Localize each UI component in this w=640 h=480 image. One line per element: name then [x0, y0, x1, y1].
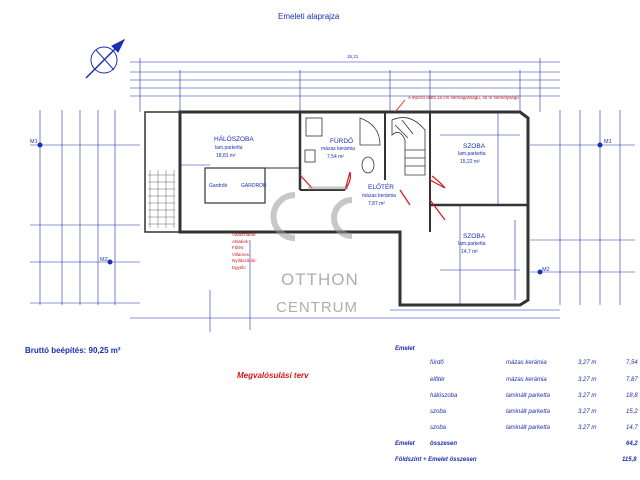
table-cell-area: 15,2	[626, 409, 638, 415]
table-cell-height: 3,27 m	[578, 409, 597, 415]
interior-dims	[180, 112, 520, 330]
north-arrow-icon	[85, 38, 126, 79]
table-cell-area: 14,7	[626, 425, 638, 431]
table-cell-room: szoba	[430, 425, 447, 431]
room-label: ELŐTÉR	[368, 184, 395, 191]
room-label: FÜRDŐ	[330, 138, 354, 145]
wardrobe-label: Gardrób	[209, 183, 228, 189]
room-label: SZOBA	[463, 143, 486, 150]
table-cell-height: 3,27 m	[578, 360, 597, 366]
room-area: 7,87 m²	[368, 201, 385, 207]
section-mark: M1	[604, 139, 612, 145]
table-cell-floor: mázas kerámia	[506, 360, 547, 366]
room-floor: lam.parketta	[458, 241, 486, 247]
table-cell-area: 7,87	[626, 377, 638, 383]
red-note: Ablakok:	[232, 238, 250, 244]
table-cell-room: előtér	[430, 377, 446, 383]
red-note: Válaszfalak:	[232, 232, 257, 237]
note-pointer	[394, 99, 406, 113]
room-area: 18,81 m²	[216, 153, 236, 159]
room-label: SZOBA	[463, 233, 486, 240]
section-mark: M2	[542, 267, 550, 273]
gross-area: Bruttó beépítés: 90,25 m²	[25, 346, 121, 355]
table-cell-floor: laminált parketta	[506, 409, 551, 415]
room-floor: mázas kerámia	[362, 193, 396, 199]
table-cell-height: 3,27 m	[578, 393, 597, 399]
room-floor: mázas kerámia	[321, 146, 355, 152]
room-area: 7,54 m²	[327, 154, 344, 160]
bathroom-fixtures	[304, 117, 381, 174]
red-note: Fűtés:	[232, 245, 245, 250]
table-cell-height: 3,27 m	[578, 425, 597, 431]
total-value: 64,2	[626, 441, 638, 447]
table-cell-area: 18,8	[626, 393, 638, 399]
section-markers	[37, 142, 603, 275]
red-note: Egyéb:	[232, 264, 247, 270]
watermark-line1: OTTHON	[281, 270, 359, 289]
table-cell-floor: laminált parketta	[506, 425, 551, 431]
grand-total-label: Földszint + Emelet összesen	[395, 457, 477, 463]
stair-note: A lépcső alatti 18 cm fokmagasságú, 30 m…	[408, 95, 519, 100]
table-cell-floor: mázas kerámia	[506, 377, 547, 383]
wardrobe-label: GARDRÓB	[241, 183, 267, 189]
watermark-line2: CENTRUM	[276, 299, 358, 316]
room-label: HÁLÓSZOBA	[214, 136, 254, 143]
table-cell-height: 3,27 m	[578, 377, 597, 383]
plan-header-title: Emeleti alaprajza	[278, 12, 340, 21]
room-area: 15,22 m²	[460, 159, 480, 165]
total-label: Emelet	[395, 441, 415, 447]
doors	[299, 171, 446, 221]
walls	[144, 110, 530, 307]
dimension-lines	[30, 58, 635, 332]
table-cell-room: fürdő	[430, 360, 444, 366]
table-cell-floor: laminált parketta	[506, 393, 551, 399]
room-area: 14,7 m²	[461, 249, 478, 255]
red-note: Nyílászárók:	[232, 258, 257, 263]
table-cell-area: 7,54	[626, 360, 638, 366]
red-note: Villamos:	[232, 251, 251, 257]
room-floor: lam.parketta	[458, 151, 486, 157]
table-cell-room: szoba	[430, 409, 447, 415]
overall-dimension: 15,21	[347, 54, 359, 59]
balcony-hatch	[148, 170, 175, 228]
red-notes: Válaszfalak: Ablakok: Fűtés: Villamos: N…	[232, 232, 292, 271]
table-heading: Emelet	[395, 346, 415, 352]
total-label-b: összesen	[430, 441, 458, 447]
section-mark: M2	[100, 257, 108, 263]
table-cell-room: hálószoba	[430, 393, 458, 399]
plan-title: Megvalósulási terv	[237, 371, 309, 380]
room-floor: lam.parketta	[215, 145, 243, 151]
section-mark: M1	[30, 139, 38, 145]
staircase	[391, 117, 426, 176]
grand-total-value: 115,8	[622, 457, 637, 463]
watermark-logo-icon	[270, 186, 353, 241]
